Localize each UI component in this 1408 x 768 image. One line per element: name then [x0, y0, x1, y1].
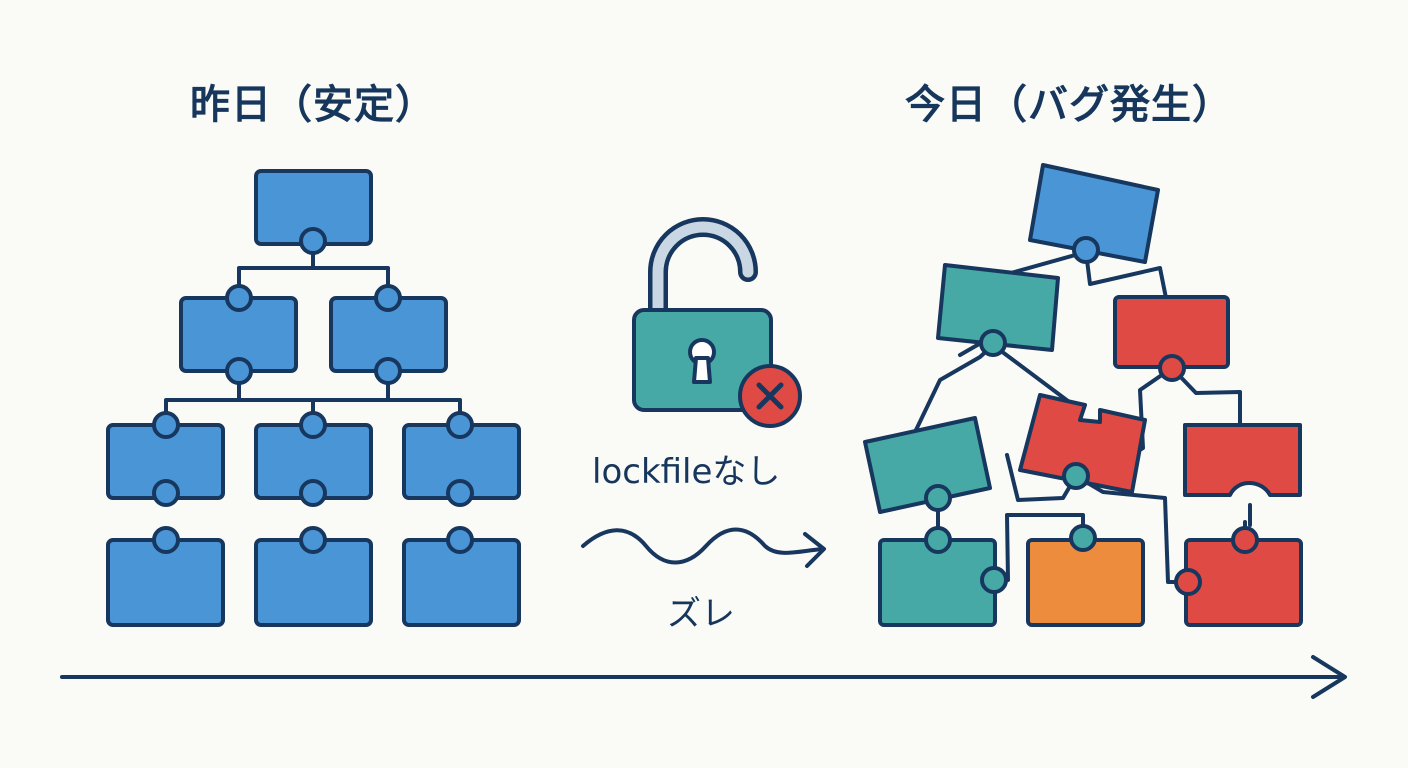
graph-nodes	[924, 236, 1259, 596]
arrow-right-icon	[60, 655, 1347, 699]
broken-box	[1018, 393, 1147, 494]
root-box	[1028, 163, 1160, 264]
unlocked-padlock-icon	[632, 217, 773, 412]
warning-box	[1026, 538, 1145, 627]
broken-dependency-graph	[863, 163, 1303, 627]
ok-box	[863, 416, 992, 514]
lockfile-label: lockfileなし	[592, 452, 781, 492]
ok-box	[936, 263, 1060, 352]
broken-box	[1183, 423, 1302, 497]
drift-label: ズレ	[667, 594, 735, 634]
right-title: 今日（バグ発生）	[905, 82, 1233, 128]
stable-dependency-tree	[106, 169, 521, 627]
wavy-arrow-icon	[581, 527, 826, 568]
x-circle-icon	[738, 364, 802, 428]
left-title: 昨日（安定）	[190, 82, 436, 128]
connector-node	[152, 227, 474, 554]
